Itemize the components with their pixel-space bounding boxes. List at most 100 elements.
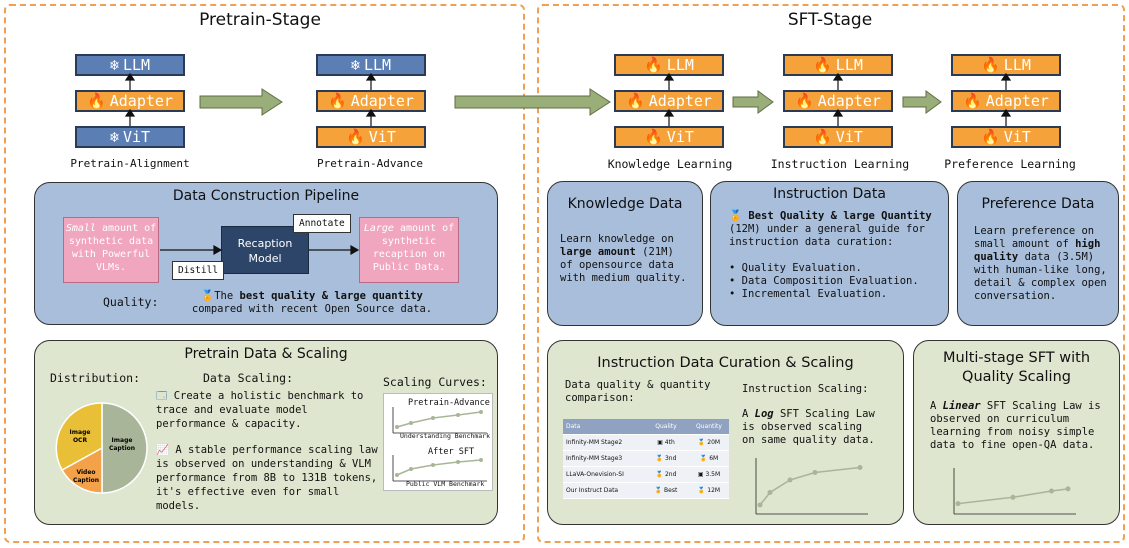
fire-icon: 🔥	[87, 92, 106, 110]
data-scaling-label: Data Scaling:	[203, 371, 294, 385]
fire-icon: 🔥	[626, 92, 645, 110]
preference-learning-label: Preference Learning	[944, 157, 1076, 171]
svg-text:Caption: Caption	[73, 477, 99, 484]
monitor-icon: 🗔	[156, 390, 168, 402]
knowledge-learning-label: Knowledge Learning	[607, 157, 733, 171]
medal-icon: 🏅	[655, 455, 664, 462]
medal-icon: 🏅	[729, 210, 743, 222]
scaling-law-bullet: 📈 A stable performance scaling law is ob…	[156, 444, 378, 512]
medal-icon: 🏅	[697, 487, 706, 494]
pretrain-alignment-label: Pretrain-Alignment	[70, 157, 190, 170]
distribution-pie-chart: Image Caption Image OCR Video Caption	[55, 402, 148, 494]
pie-label-image-ocr: Image	[70, 429, 91, 436]
chart-icon: 📈	[156, 444, 170, 456]
fire-icon: 🔥	[644, 128, 663, 146]
pie-slice-image-ocr	[55, 402, 103, 472]
fire-icon: 🔥	[981, 128, 1000, 146]
rank-badge-icon: ▣	[697, 471, 704, 478]
curve-line	[957, 488, 1069, 505]
comparison-table: Data Quality Quantity Infinity-MM Stage2…	[563, 419, 729, 499]
log-scaling-curve	[755, 458, 868, 515]
vit-block-advance: 🔥ViT	[316, 126, 426, 148]
scaling-curves-card	[383, 393, 493, 491]
linear-scaling-law-text: A Linear SFT Scaling Law is observed on …	[930, 400, 1101, 451]
multistage-title-2: Quality Scaling	[962, 369, 1071, 385]
curve-point	[787, 477, 793, 483]
small-synthetic-data-box: Small amount of synthetic data with Powe…	[63, 217, 159, 283]
quality-description: 🏅The best quality & large quantity compa…	[191, 290, 433, 315]
curve-point	[812, 470, 818, 475]
curve-point	[1010, 494, 1016, 500]
log-scaling-law-text: A Log SFT Scaling Law is observed scalin…	[742, 408, 875, 446]
scaling-curves-label: Scaling Curves:	[383, 375, 487, 389]
curve2-axis-label: Public VLM Benchmark	[406, 480, 485, 488]
preference-data-title: Preference Data	[981, 196, 1095, 212]
fire-icon: 🔥	[963, 92, 982, 110]
table-row: LLaVA-Onevision-SI 🏅 2nd ▣ 3.5M	[563, 466, 729, 483]
rank-badge-icon: ▣	[657, 439, 663, 446]
pie-label-video-caption: Video	[76, 469, 95, 476]
medal-icon: 🏅	[201, 290, 215, 302]
medal-icon: 🏅	[654, 487, 663, 494]
fire-icon: 🔥	[813, 128, 832, 146]
preference-data-box: Preference Data Learn preference on smal…	[957, 181, 1119, 326]
preference-data-text: Learn preference on small amount of high…	[974, 225, 1107, 302]
curve1-axis-label: Understanding Benchmark	[400, 432, 491, 440]
pie-slice-video-caption	[60, 446, 103, 494]
snowflake-icon: ❄	[109, 128, 119, 146]
vit-block-preference: 🔥ViT	[951, 126, 1061, 148]
llm-block-preference: 🔥LLM	[951, 54, 1061, 76]
fire-icon: 🔥	[346, 128, 365, 146]
distribution-label: Distribution:	[50, 371, 141, 385]
table-row: Our Instruct Data 🏅 Best 🏅 12M	[563, 482, 729, 499]
snowflake-icon: ❄	[109, 56, 119, 74]
multistage-sft-box: Multi-stage SFT with Quality Scaling	[913, 340, 1120, 525]
pipeline-arrows	[160, 244, 360, 256]
svg-text:Caption: Caption	[109, 445, 135, 452]
pretrain-scaling-title: Pretrain Data & Scaling	[184, 346, 348, 362]
curve2-title: After SFT	[428, 447, 475, 457]
snowflake-icon: ❄	[350, 56, 360, 74]
pretrain-stage-title: Pretrain-Stage	[199, 10, 321, 30]
pretrain-advance-label: Pretrain-Advance	[317, 157, 423, 170]
large-recaption-data-box: Large amount of synthetic recaption on P…	[359, 217, 459, 283]
vit-block-knowledge: 🔥ViT	[614, 126, 724, 148]
instruction-scaling-label: Instruction Scaling:	[742, 383, 869, 395]
benchmark-bullet: 🗔 Create a holistic benchmark to trace a…	[156, 390, 364, 430]
pipeline-title: Data Construction Pipeline	[172, 188, 360, 204]
curve-point	[955, 501, 961, 507]
medal-icon: 🏅	[699, 455, 708, 462]
table-header-row: Data Quality Quantity	[563, 419, 729, 435]
sft-stage-panel	[537, 4, 1125, 543]
table-row: Infinity-MM Stage3 🏅 3nd 🏅 6M	[563, 450, 729, 467]
arrow-right-icon	[199, 88, 283, 116]
curve-point	[857, 465, 863, 470]
arrow-right-icon	[732, 90, 774, 114]
distill-callout: Distill	[172, 261, 225, 280]
vit-block-instruction: 🔥ViT	[783, 126, 893, 148]
annotate-callout: Annotate	[293, 214, 351, 233]
table-row: Infinity-MM Stage2 ▣ 4th 🏅 20M	[563, 434, 729, 451]
fire-icon: 🔥	[328, 92, 347, 110]
curve1-title: Pretrain-Advance	[408, 398, 490, 408]
linear-scaling-curve	[953, 468, 1076, 515]
curve-point	[1065, 486, 1071, 492]
medal-icon: 🏅	[655, 471, 664, 478]
pretrain-scaling-curves	[392, 407, 487, 482]
knowledge-data-text: Learn knowledge on large amount (21M) of…	[560, 233, 687, 284]
adapter-block-advance: 🔥Adapter	[316, 90, 426, 112]
fire-icon: 🔥	[644, 56, 663, 74]
curation-title: Instruction Data Curation & Scaling	[597, 355, 854, 371]
curve-line	[759, 466, 861, 506]
instruction-data-text: 🏅 Best Quality & large Quantity (12M) un…	[729, 210, 932, 300]
knowledge-data-title: Knowledge Data	[567, 196, 683, 212]
recaption-model-box: Recaption Model	[221, 226, 309, 274]
medal-icon: 🏅	[697, 439, 706, 446]
quality-label: Quality:	[103, 295, 159, 309]
knowledge-data-box: Knowledge Data Learn knowledge on large …	[547, 181, 703, 326]
arrow-right-icon	[454, 88, 611, 116]
multistage-title-1: Multi-stage SFT with	[942, 350, 1091, 366]
instruction-data-box: Instruction Data 🏅 Best Quality & large …	[710, 181, 949, 326]
